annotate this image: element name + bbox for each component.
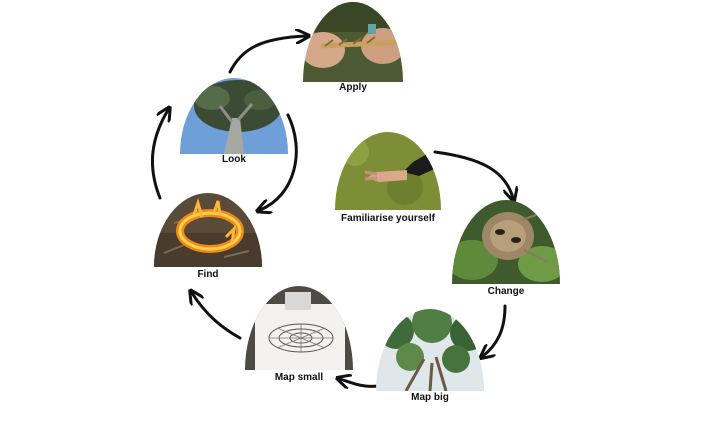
photo-banksia-cone: [452, 200, 560, 284]
photo-hand-on-grass: [335, 132, 441, 210]
arrow-map-big-to-map-small: [340, 379, 380, 386]
photo-paper-map: [245, 286, 353, 370]
node-label: Change: [487, 286, 525, 297]
node-look: Look: [180, 78, 288, 166]
arrow-look-to-apply: [228, 36, 306, 74]
node-label: Find: [197, 269, 219, 280]
node-change: Change: [452, 200, 560, 298]
arrow-change-to-map-big: [483, 304, 507, 356]
node-familiarise: Familiarise yourself: [335, 132, 441, 226]
arrow-familiarise-to-change: [433, 150, 513, 198]
node-label: Map small: [274, 372, 324, 383]
photo-tree-from-below: [180, 78, 288, 154]
node-map-small: Map small: [245, 286, 353, 386]
node-label: Familiarise yourself: [341, 213, 435, 224]
node-label: Look: [222, 154, 246, 165]
arrow-map-small-to-find: [192, 293, 242, 340]
node-map-big: Map big: [376, 309, 484, 405]
node-label: Apply: [339, 82, 367, 93]
node-find: Find: [154, 193, 262, 281]
photo-fire-ring: [154, 193, 262, 267]
arrow-find-to-look: [150, 110, 168, 200]
arrow-look-to-find: [260, 113, 298, 210]
photo-hands-twisting-cord: [303, 2, 403, 82]
node-apply: Apply: [303, 2, 403, 95]
photo-tree-canopy: [376, 309, 484, 391]
node-label: Map big: [411, 392, 449, 403]
